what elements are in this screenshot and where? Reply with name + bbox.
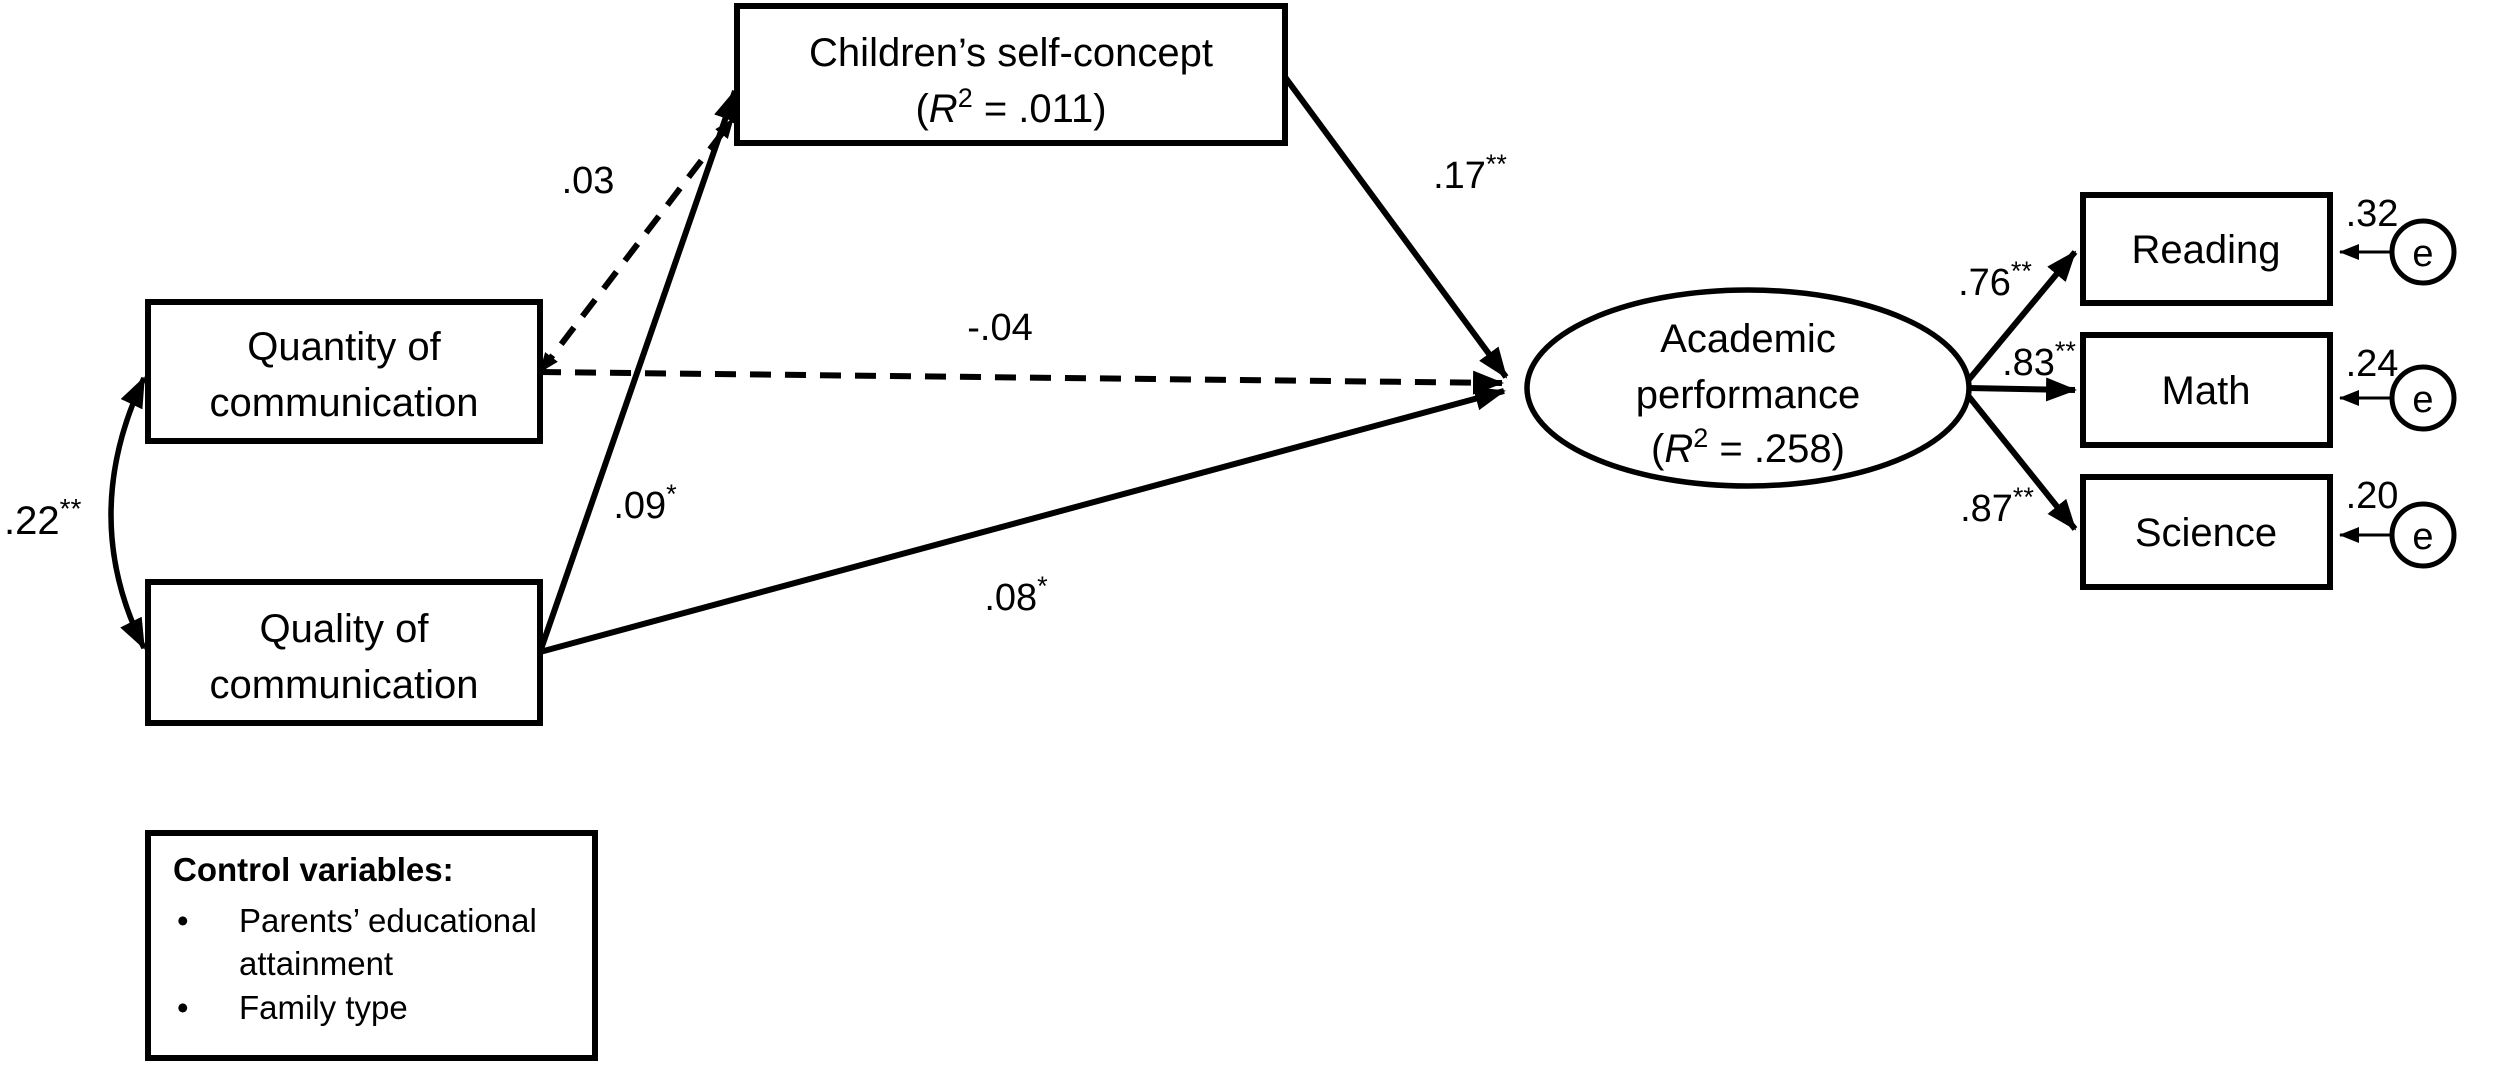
reading-label: Reading xyxy=(2131,228,2280,272)
path-quality-to-academic xyxy=(539,386,1506,655)
covariance-arrow-quantity-quality xyxy=(108,376,147,650)
quality-label-line2: communication xyxy=(209,663,478,707)
science-label: Science xyxy=(2135,511,2277,555)
control-variables-content: Control variables: • Parents’ educationa… xyxy=(173,851,592,1030)
node-academic-performance xyxy=(1524,287,1972,489)
coef-quality-academic: .08* xyxy=(984,571,1048,619)
coef-quantity-quality-covariance: .22** xyxy=(4,493,82,543)
self-concept-label-line1: Children’s self-concept xyxy=(809,31,1213,75)
coef-quantity-academic: -.04 xyxy=(967,307,1032,349)
error-term-science xyxy=(2389,501,2457,569)
node-reading xyxy=(2080,192,2333,306)
self-concept-r2: (R2 = .011) xyxy=(915,83,1106,131)
loading-academic-to-reading xyxy=(1963,250,2078,385)
node-childrens-self-concept xyxy=(734,3,1288,146)
path-quality-to-selfconcept xyxy=(537,89,738,653)
loading-academic-to-science xyxy=(1963,391,2078,531)
path-quantity-to-academic xyxy=(539,369,1504,395)
academic-label-line2: performance xyxy=(1636,373,1861,417)
node-math xyxy=(2080,332,2333,448)
error-term-science-label: e xyxy=(2412,516,2433,558)
quality-label-line1: Quality of xyxy=(260,607,430,651)
error-variance-reading: .32 xyxy=(2346,193,2399,235)
coef-quantity-selfconcept: .03 xyxy=(562,160,615,202)
error-variance-science: .20 xyxy=(2346,475,2399,517)
quantity-label-line2: communication xyxy=(209,381,478,425)
loading-math-value: .83** xyxy=(2002,336,2076,384)
academic-r2: (R2 = .258) xyxy=(1651,423,1845,471)
control-variable-item-text: Parents’ educational attainment xyxy=(239,901,537,983)
coef-quality-selfconcept: .09* xyxy=(613,479,677,527)
control-variables-box xyxy=(145,830,598,1061)
bullet-icon: • xyxy=(177,988,189,1026)
path-quantity-to-selfconcept xyxy=(537,117,736,374)
error-term-reading-label: e xyxy=(2412,233,2433,275)
error-term-math-label: e xyxy=(2412,379,2433,421)
node-quality-of-communication xyxy=(145,579,543,726)
control-variable-item-text: Family type xyxy=(239,988,408,1026)
coef-selfconcept-academic: .17** xyxy=(1433,149,1507,197)
control-variable-item: • Parents’ educational attainment xyxy=(173,899,592,986)
error-variance-math: .24 xyxy=(2346,343,2399,385)
bullet-icon: • xyxy=(177,901,189,939)
path-selfconcept-to-academic xyxy=(1282,75,1509,379)
error-term-math xyxy=(2389,364,2457,432)
loading-science-value: .87** xyxy=(1960,482,2034,530)
error-term-reading xyxy=(2389,218,2457,286)
node-science xyxy=(2080,474,2333,590)
loading-academic-to-math xyxy=(1967,377,2077,402)
loading-reading-value: .76** xyxy=(1958,256,2032,304)
academic-label-line1: Academic xyxy=(1660,317,1836,361)
quantity-label-line1: Quantity of xyxy=(247,325,441,369)
control-variables-title: Control variables: xyxy=(173,851,454,888)
node-quantity-of-communication xyxy=(145,299,543,444)
math-label: Math xyxy=(2162,369,2251,413)
control-variable-item: • Family type xyxy=(173,986,592,1030)
